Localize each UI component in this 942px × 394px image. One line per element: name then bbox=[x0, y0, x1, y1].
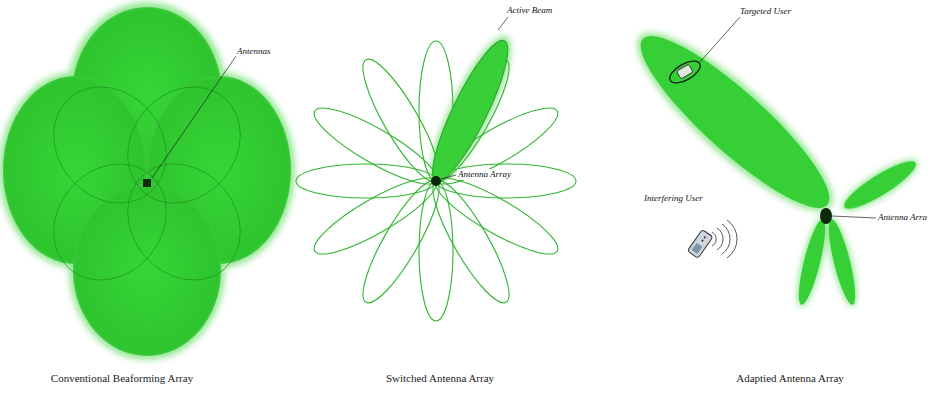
switched-pattern bbox=[296, 17, 576, 321]
figure-caption: Switched Antenna Array bbox=[386, 372, 494, 385]
pointer-label: Antennas bbox=[236, 46, 272, 57]
figure-caption: Conventional Beaforming Array bbox=[51, 372, 193, 385]
pointer-label: Interfering User bbox=[643, 193, 704, 204]
adaptive-pattern bbox=[617, 11, 924, 309]
figure-caption: Adaptied Antenna Array bbox=[736, 372, 844, 385]
pointer-label: Antenna Array bbox=[457, 169, 512, 180]
pointer-label: Targeted User bbox=[739, 6, 792, 17]
pointer-label: Active Beam bbox=[506, 5, 553, 16]
conventional-pattern bbox=[0, 2, 295, 360]
interfering-phone bbox=[687, 220, 737, 258]
pointer-label: Antenna Arra bbox=[877, 212, 928, 223]
